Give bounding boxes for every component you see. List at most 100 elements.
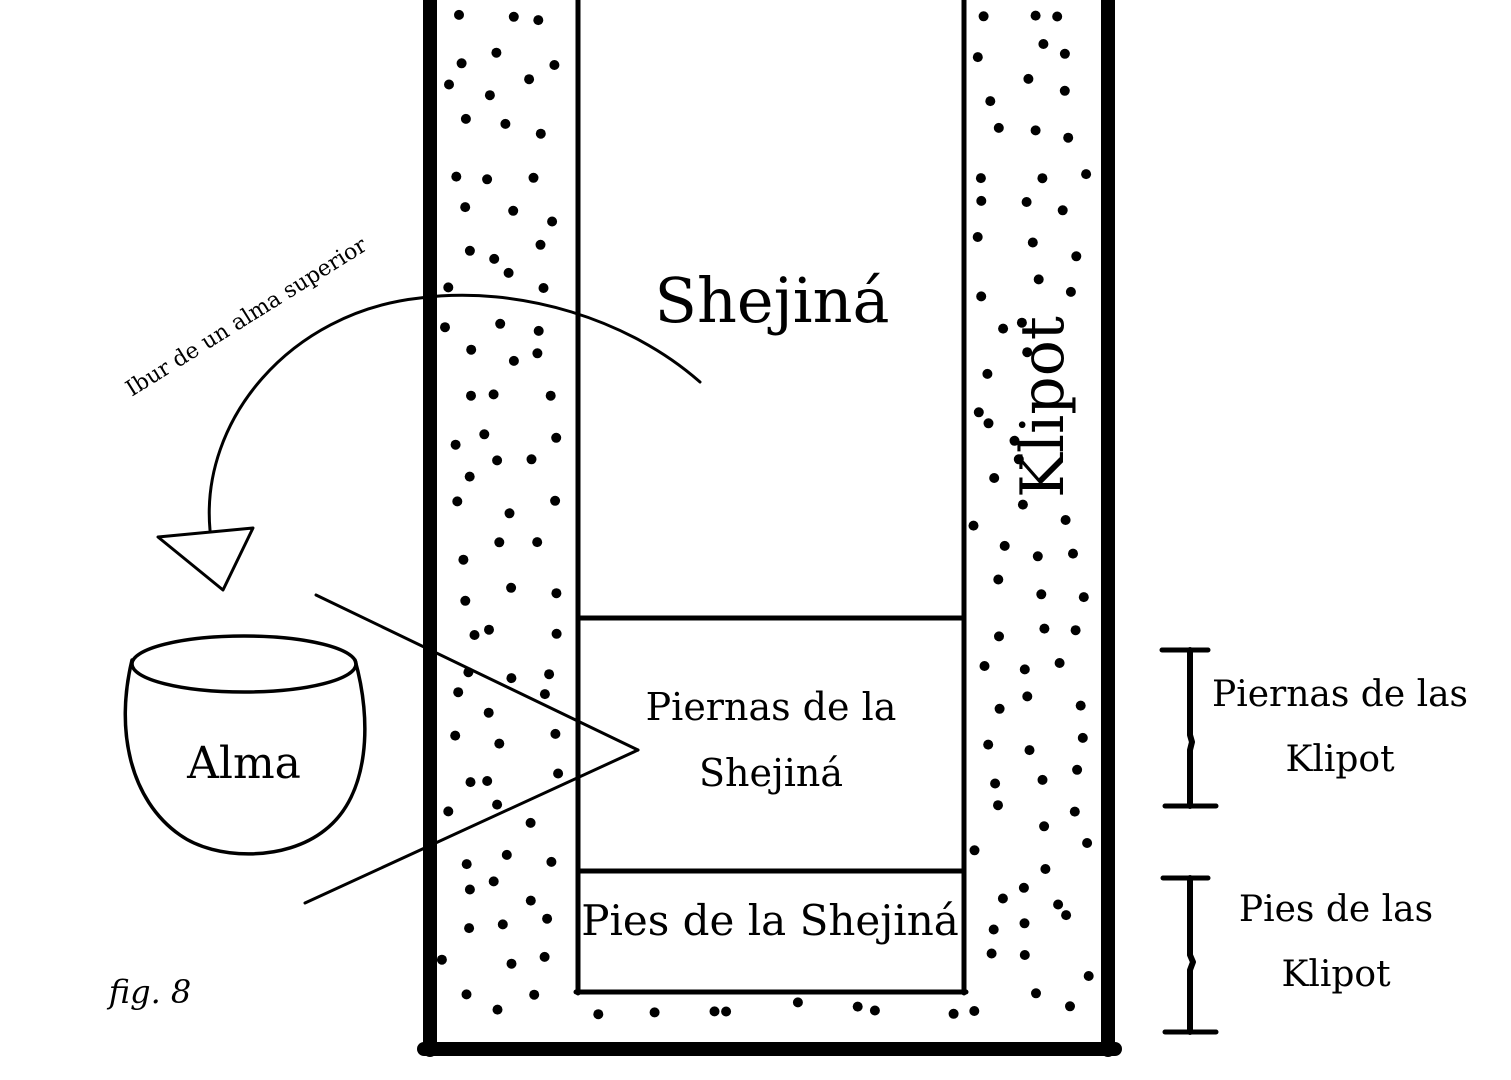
klipot-dot bbox=[443, 282, 454, 293]
klipot-dot bbox=[1039, 623, 1050, 634]
klipot-dot bbox=[993, 122, 1004, 133]
klipot-dot bbox=[1019, 950, 1030, 960]
klipot-dot bbox=[1068, 548, 1078, 559]
klipot-dot bbox=[1030, 125, 1041, 136]
alma-vessel bbox=[123, 634, 367, 856]
klipot-dot bbox=[1040, 864, 1051, 874]
klipot-dot bbox=[969, 845, 980, 856]
klipot-dot bbox=[461, 989, 472, 1000]
klipot-dot bbox=[1082, 838, 1093, 848]
klipot-dot bbox=[464, 245, 475, 256]
klipot-dot bbox=[721, 1006, 732, 1017]
klipot-dot bbox=[479, 429, 490, 440]
pointer-lower-line bbox=[303, 748, 640, 905]
klipot-dot bbox=[533, 325, 544, 336]
klipot-dot bbox=[994, 631, 1004, 642]
klipot-dot bbox=[465, 777, 476, 788]
klipot-dot bbox=[1037, 774, 1048, 785]
klipot-dot bbox=[497, 919, 508, 930]
ibur-arrow bbox=[156, 293, 702, 592]
klipot-dot bbox=[969, 1006, 980, 1016]
klipot-dot bbox=[1081, 169, 1092, 180]
klipot-dot bbox=[1052, 11, 1063, 22]
bracket-piernas-klipot bbox=[1159, 647, 1219, 809]
klipot-dot bbox=[460, 595, 471, 606]
klipot-dot bbox=[483, 707, 494, 718]
klipot-dot bbox=[988, 924, 999, 935]
klipot-dot bbox=[976, 195, 987, 206]
klipot-dot bbox=[968, 520, 979, 531]
outer-frame bbox=[417, 0, 1122, 1057]
pointer-upper-line bbox=[314, 593, 640, 752]
klipot-dot bbox=[1060, 515, 1071, 525]
klipot-dot bbox=[440, 322, 450, 333]
klipot-dot bbox=[539, 951, 550, 962]
klipot-dot bbox=[1072, 764, 1083, 775]
klipot-dot bbox=[538, 283, 549, 293]
klipot-dot bbox=[976, 291, 987, 302]
alma-label: Alma bbox=[186, 738, 301, 789]
klipot-dot bbox=[551, 628, 562, 639]
klipot-dot bbox=[982, 368, 993, 379]
vessel-body bbox=[123, 658, 367, 856]
klipot-dot bbox=[972, 232, 983, 242]
klipot-dot bbox=[993, 800, 1003, 811]
klipot-dot bbox=[508, 205, 519, 216]
klipot-dot bbox=[983, 418, 994, 429]
klipot-dot bbox=[460, 202, 471, 213]
alma-pointer bbox=[303, 593, 640, 905]
klipot-dot bbox=[553, 768, 564, 779]
klipot-dot bbox=[1071, 251, 1082, 262]
klipot-dot bbox=[1032, 551, 1043, 562]
klipot-dot bbox=[454, 9, 464, 20]
klipot-dot bbox=[989, 473, 1000, 483]
klipot-dot bbox=[993, 574, 1004, 585]
klipot-dot bbox=[986, 948, 997, 959]
klipot-dot bbox=[1039, 821, 1050, 832]
klipot-dot bbox=[501, 849, 512, 860]
klipot-dot bbox=[484, 90, 495, 101]
klipot-dot bbox=[972, 52, 983, 63]
klipot-dot bbox=[1030, 10, 1041, 21]
klipot-dots bbox=[436, 9, 1094, 1020]
klipot-dot bbox=[461, 859, 472, 870]
klipot-dot bbox=[1019, 918, 1030, 929]
klipot-dot bbox=[524, 74, 535, 85]
klipot-dot bbox=[464, 471, 475, 482]
klipot-dot bbox=[973, 407, 984, 418]
klipot-dot bbox=[1022, 347, 1033, 358]
klipot-dot bbox=[1077, 732, 1088, 743]
piernas-klipot-label-line1: Piernas de las bbox=[1212, 674, 1468, 715]
klipot-dot bbox=[551, 588, 562, 599]
klipot-dot bbox=[488, 389, 499, 400]
klipot-dot bbox=[979, 661, 990, 671]
klipot-dot bbox=[1057, 205, 1068, 216]
piernas-shejina-label-line2: Shejiná bbox=[699, 751, 843, 795]
klipot-dot bbox=[1021, 197, 1032, 207]
klipot-dot bbox=[492, 799, 503, 810]
klipot-dot bbox=[450, 439, 461, 450]
klipot-dot bbox=[990, 778, 1001, 789]
klipot-dot bbox=[1036, 589, 1047, 600]
arrowhead-icon bbox=[156, 526, 255, 592]
klipot-dot bbox=[525, 817, 536, 828]
pies-klipot-label-line1: Pies de las bbox=[1239, 889, 1433, 930]
klipot-dot bbox=[466, 344, 477, 355]
klipot-dot bbox=[1065, 286, 1076, 297]
klipot-label: Klipot bbox=[1008, 316, 1078, 498]
klipot-dot bbox=[508, 355, 519, 366]
klipot-dot bbox=[792, 997, 803, 1008]
klipot-dot bbox=[456, 58, 467, 69]
klipot-dot bbox=[1075, 700, 1086, 711]
klipot-dot bbox=[1027, 237, 1038, 248]
klipot-dot bbox=[464, 884, 475, 895]
klipot-dot bbox=[1083, 971, 1094, 981]
ibur-arc bbox=[207, 293, 702, 532]
klipot-dot bbox=[1031, 988, 1041, 999]
klipot-dot bbox=[443, 806, 454, 817]
klipot-dot bbox=[1059, 85, 1070, 96]
klipot-dot bbox=[550, 728, 561, 739]
shejina-label: Shejiná bbox=[654, 264, 889, 337]
klipot-dot bbox=[983, 739, 994, 750]
klipot-dot bbox=[460, 113, 471, 124]
